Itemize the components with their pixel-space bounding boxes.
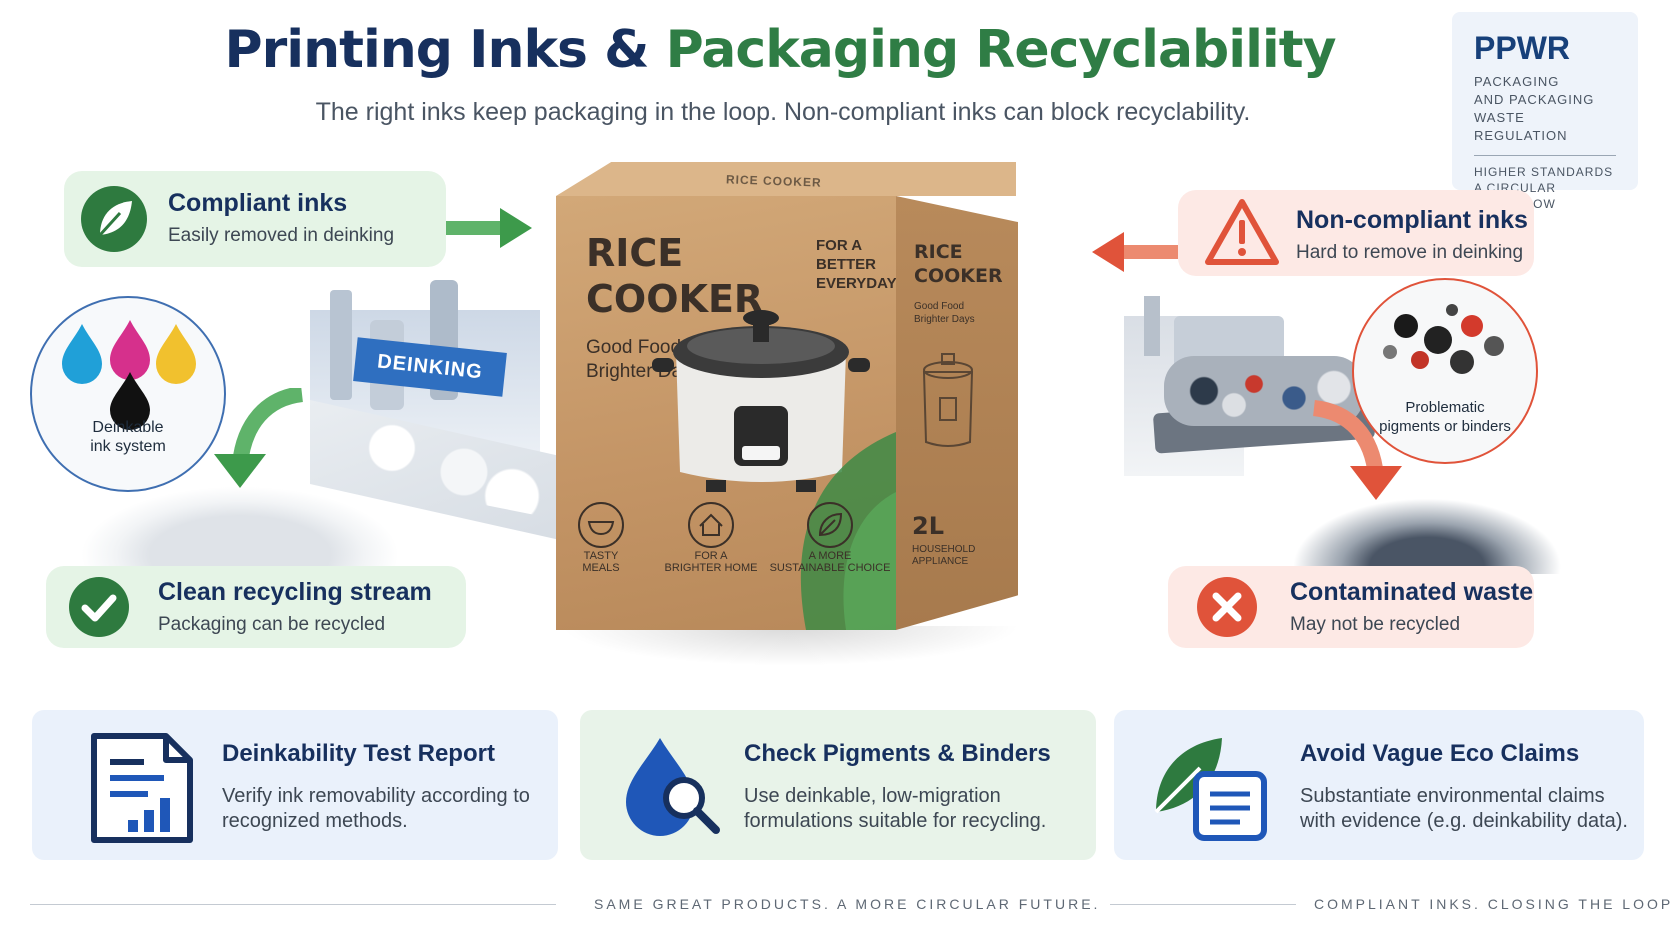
compliant-inks-card: Compliant inks Easily removed in deinkin… xyxy=(64,171,446,267)
side-size: 2L xyxy=(912,512,944,540)
footer-text-right: COMPLIANT INKS. CLOSING THE LOOP. xyxy=(1314,896,1672,912)
icon-label-2a: FOR A xyxy=(694,550,728,562)
box-slogan-2: BETTER xyxy=(816,256,876,273)
ppwr-line-1: PACKAGING xyxy=(1474,74,1560,89)
contaminated-waste-subtitle: May not be recycled xyxy=(1290,614,1461,635)
pigments-binders-card: Check Pigments & Binders Use deinkable, … xyxy=(580,710,1096,860)
footer-divider-left xyxy=(30,904,556,905)
test-report-card: Deinkability Test Report Verify ink remo… xyxy=(32,710,558,860)
home-icon xyxy=(688,502,734,548)
pigment-particles-icon xyxy=(1383,304,1504,374)
eco-claims-title: Avoid Vague Eco Claims xyxy=(1300,740,1580,767)
eco-claims-text: Substantiate environmental claims with e… xyxy=(1300,785,1628,832)
box-slogan-3: EVERYDAY xyxy=(816,275,897,292)
clean-flakes-pile xyxy=(80,486,400,572)
leaf-outline-icon xyxy=(807,502,853,548)
ink-system-bubble: Deinkable ink system xyxy=(30,296,226,492)
side-title-1: RICE xyxy=(914,241,963,263)
warning-icon xyxy=(1205,199,1279,265)
leaf-icon xyxy=(81,186,147,252)
box-tagline-1: Good Food xyxy=(586,337,682,358)
box-top: RICE COOKER xyxy=(556,162,1016,196)
side-tagline-1: Good Food xyxy=(914,301,965,312)
eco-claims-card: Avoid Vague Eco Claims Substantiate envi… xyxy=(1114,710,1644,860)
contaminated-recycling-illustration xyxy=(1104,296,1376,486)
side-type-1: HOUSEHOLD xyxy=(912,544,976,555)
rice-cooker-box: RICE COOKER Good Food Brighter Days FOR … xyxy=(556,196,897,630)
side-rice-cooker-icon xyxy=(922,353,974,447)
deinking-sign-label: DEINKING xyxy=(376,350,484,383)
icon-label-1b: MEALS xyxy=(582,562,620,574)
report-document-icon xyxy=(91,733,193,843)
ppwr-badge: PPWR PACKAGING AND PACKAGING WASTE REGUL… xyxy=(1452,12,1638,211)
x-icon xyxy=(1197,577,1257,637)
rice-cooker-icon xyxy=(652,310,870,492)
ppwr-acronym: PPWR xyxy=(1474,30,1570,66)
box-shadow xyxy=(560,626,1020,666)
test-report-text: Verify ink removability according to rec… xyxy=(222,785,530,832)
pigments-label-1: Problematic xyxy=(1405,399,1485,416)
box-title-line-1: RICE xyxy=(586,231,684,275)
curved-arrow-down-icon xyxy=(214,388,304,488)
page-title: Printing Inks & Packaging Recyclability xyxy=(0,20,1560,80)
ink-drops-icon xyxy=(62,320,196,430)
ppwr-divider xyxy=(1474,155,1616,156)
contaminated-waste-pile xyxy=(1292,498,1562,574)
bowl-icon xyxy=(578,502,624,548)
noncompliant-inks-card: Non-compliant inks Hard to remove in dei… xyxy=(1178,190,1534,276)
clean-stream-subtitle: Packaging can be recycled xyxy=(158,614,386,635)
test-report-title: Deinkability Test Report xyxy=(222,740,495,767)
clean-stream-card: Clean recycling stream Packaging can be … xyxy=(46,566,466,648)
ppwr-line-2: AND PACKAGING xyxy=(1474,92,1595,107)
side-tagline-2: Brighter Days xyxy=(914,314,975,325)
noncompliant-inks-subtitle: Hard to remove in deinking xyxy=(1296,242,1524,263)
page-subtitle: The right inks keep packaging in the loo… xyxy=(315,98,1251,126)
checkmark-icon xyxy=(69,577,129,637)
ppwr-line-3: WASTE REGULATION xyxy=(1474,110,1568,143)
compliant-inks-title: Compliant inks xyxy=(168,189,348,217)
compliant-inks-subtitle: Easily removed in deinking xyxy=(168,225,395,246)
box-slogan-1: FOR A xyxy=(816,237,863,254)
leaf-document-icon xyxy=(1154,738,1267,841)
pigments-binders-title: Check Pigments & Binders xyxy=(744,740,1051,767)
curved-arrow-down-red-icon xyxy=(1312,400,1402,500)
arrow-left-icon xyxy=(1092,232,1178,272)
icon-label-3a: A MORE xyxy=(808,550,852,562)
icon-label-1a: TASTY xyxy=(583,550,619,562)
drop-magnifier-icon xyxy=(626,738,720,836)
pigments-bubble: Problematic pigments or binders xyxy=(1352,278,1538,464)
footer-divider-right xyxy=(1110,904,1296,905)
pigments-binders-text: Use deinkable, low-migration formulation… xyxy=(744,785,1047,832)
title-part-2: Packaging Recyclability xyxy=(665,20,1337,80)
box-title-line-2: COOKER xyxy=(586,277,764,321)
clean-stream-title: Clean recycling stream xyxy=(158,578,432,606)
ink-system-label-2: ink system xyxy=(90,438,166,455)
noncompliant-inks-title: Non-compliant inks xyxy=(1296,206,1528,234)
contaminated-waste-title: Contaminated waste xyxy=(1290,578,1534,606)
leaf-decoration-icon xyxy=(800,432,896,630)
side-type-2: APPLIANCE xyxy=(912,556,969,567)
box-top-label: RICE COOKER xyxy=(725,172,822,190)
title-part-1: Printing Inks & xyxy=(224,20,649,80)
icon-label-3b: SUSTAINABLE CHOICE xyxy=(769,562,891,574)
pigments-label-2: pigments or binders xyxy=(1379,418,1511,435)
contaminated-waste-card: Contaminated waste May not be recycled xyxy=(1168,566,1534,648)
footer-text-left: SAME GREAT PRODUCTS. A MORE CIRCULAR FUT… xyxy=(594,896,1101,912)
box-side: RICE COOKER Good Food Brighter Days 2L H… xyxy=(896,196,1018,630)
side-title-2: COOKER xyxy=(914,265,1003,287)
icon-label-2b: BRIGHTER HOME xyxy=(664,562,758,574)
ppwr-line-4: HIGHER STANDARDS xyxy=(1474,165,1614,179)
arrow-right-icon xyxy=(446,208,532,248)
ink-system-label-1: Deinkable xyxy=(92,419,164,436)
